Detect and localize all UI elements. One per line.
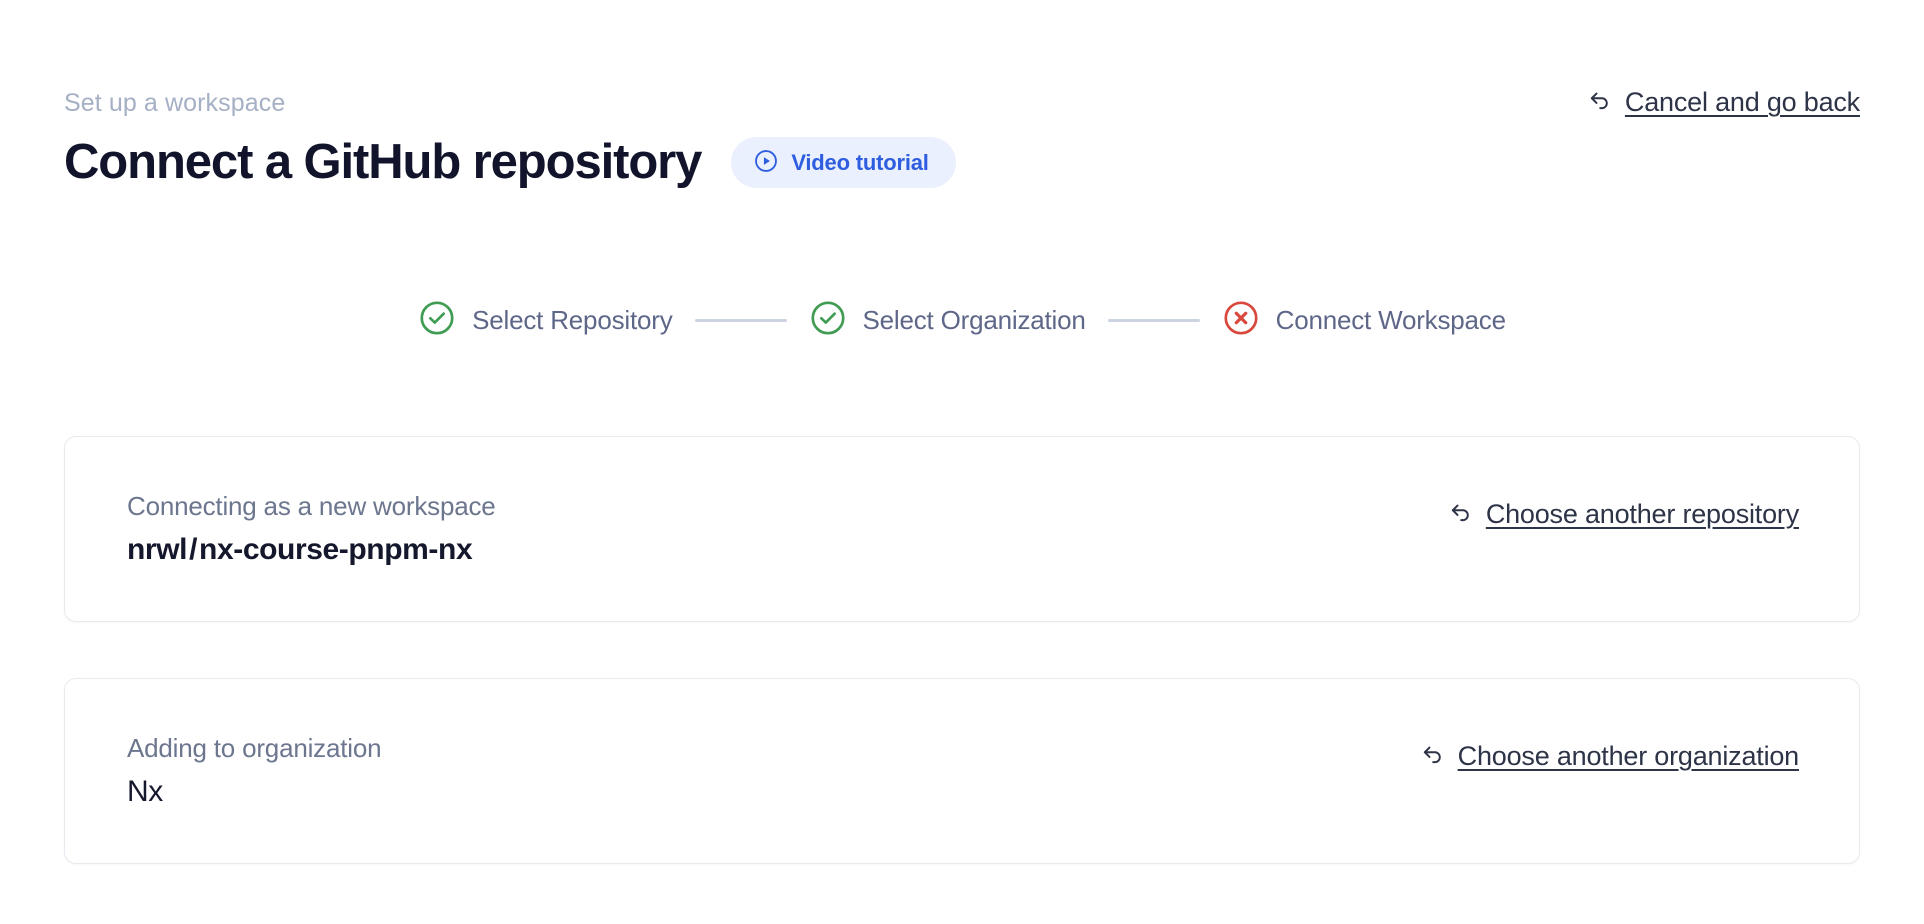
video-tutorial-button[interactable]: Video tutorial bbox=[731, 137, 956, 189]
repository-name: nx-course-pnpm-nx bbox=[199, 532, 473, 566]
progress-stepper: Select Repository Select Organization Co… bbox=[0, 299, 1924, 342]
stepper-step-label: Connect Workspace bbox=[1275, 305, 1506, 335]
choose-another-organization-link[interactable]: Choose another organization bbox=[1419, 740, 1799, 773]
page-title: Connect a GitHub repository bbox=[64, 135, 702, 189]
undo-arrow-icon bbox=[1419, 740, 1447, 773]
repository-owner: nrwl bbox=[127, 532, 188, 566]
repository-card-inner: Connecting as a new workspace nrwl/nx-co… bbox=[65, 437, 1859, 621]
play-circle-icon bbox=[753, 148, 779, 177]
choose-another-repository-link[interactable]: Choose another repository bbox=[1447, 498, 1799, 531]
stepper-step-connect-workspace[interactable]: Connect Workspace bbox=[1222, 299, 1506, 342]
cancel-and-go-back-link[interactable]: Cancel and go back bbox=[1586, 86, 1860, 119]
stepper-step-label: Select Organization bbox=[862, 305, 1086, 335]
cancel-and-go-back-label: Cancel and go back bbox=[1624, 87, 1860, 117]
undo-arrow-icon bbox=[1447, 498, 1475, 531]
organization-card-inner: Adding to organization Nx Choose another… bbox=[65, 679, 1859, 863]
organization-card-value: Nx bbox=[127, 774, 163, 808]
choose-another-repository-label: Choose another repository bbox=[1485, 498, 1799, 529]
repository-card-text: Connecting as a new workspace nrwl/nx-co… bbox=[127, 492, 496, 566]
title-row: Connect a GitHub repository Video tutori… bbox=[64, 135, 1860, 190]
x-circle-icon bbox=[1222, 299, 1260, 342]
page-header: Set up a workspace Connect a GitHub repo… bbox=[64, 88, 1860, 190]
repository-separator: / bbox=[189, 532, 198, 566]
organization-card-caption: Adding to organization bbox=[127, 733, 382, 764]
repository-card: Connecting as a new workspace nrwl/nx-co… bbox=[64, 436, 1860, 622]
repository-card-value: nrwl/nx-course-pnpm-nx bbox=[127, 533, 496, 566]
stepper-connector bbox=[1107, 319, 1200, 322]
repository-card-caption: Connecting as a new workspace bbox=[127, 491, 496, 522]
check-circle-icon bbox=[809, 299, 847, 342]
stepper-step-label: Select Repository bbox=[472, 305, 673, 335]
video-tutorial-label: Video tutorial bbox=[791, 149, 929, 175]
undo-arrow-icon bbox=[1586, 86, 1614, 119]
check-circle-icon bbox=[418, 299, 456, 342]
stepper-step-select-organization[interactable]: Select Organization bbox=[809, 299, 1086, 342]
organization-card: Adding to organization Nx Choose another… bbox=[64, 678, 1860, 864]
stepper-step-select-repository[interactable]: Select Repository bbox=[418, 299, 673, 342]
breadcrumb-eyebrow: Set up a workspace bbox=[64, 89, 286, 117]
organization-card-text: Adding to organization Nx bbox=[127, 733, 382, 808]
choose-another-organization-label: Choose another organization bbox=[1457, 740, 1800, 771]
stepper-connector bbox=[694, 319, 787, 322]
